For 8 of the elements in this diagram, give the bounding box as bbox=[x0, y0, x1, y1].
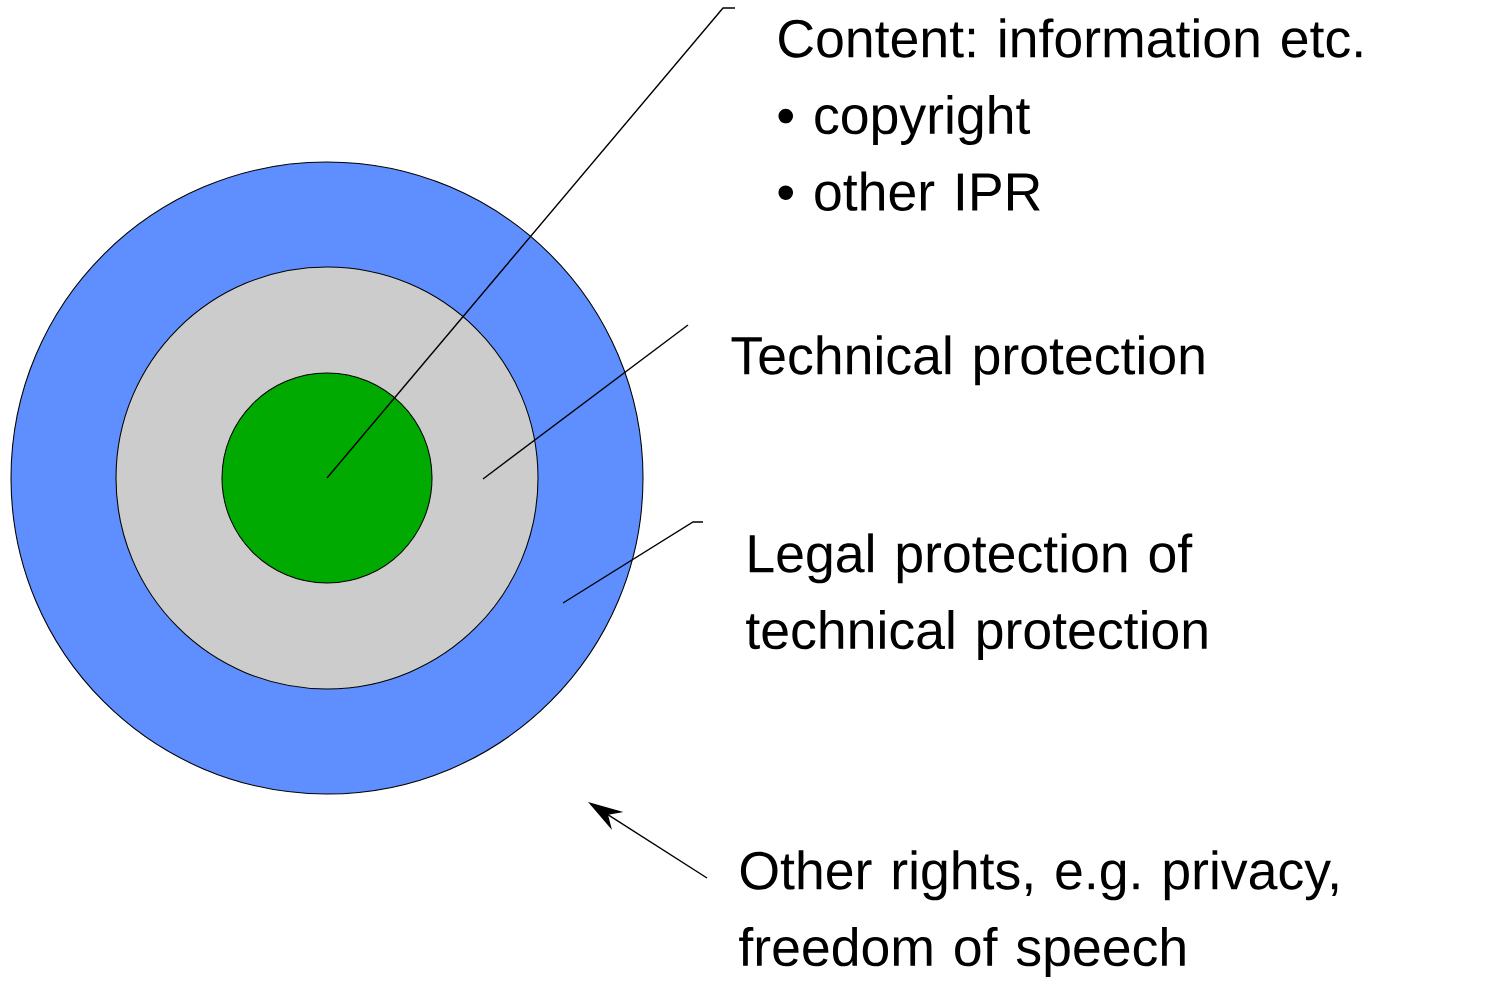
leader-line bbox=[562, 521, 704, 604]
circle bbox=[221, 372, 433, 584]
annotation-text: Other rights, e.g. privacy, freedom of speech bbox=[739, 850, 1338, 977]
annotation-text: Technical protection bbox=[731, 335, 1204, 386]
annotation-text: Legal protection of technical protection bbox=[746, 533, 1207, 660]
annotation-text: Content: information etc. • copyright • other IPR bbox=[778, 18, 1362, 211]
leader-line bbox=[326, 7, 736, 479]
leader-line bbox=[482, 324, 689, 480]
